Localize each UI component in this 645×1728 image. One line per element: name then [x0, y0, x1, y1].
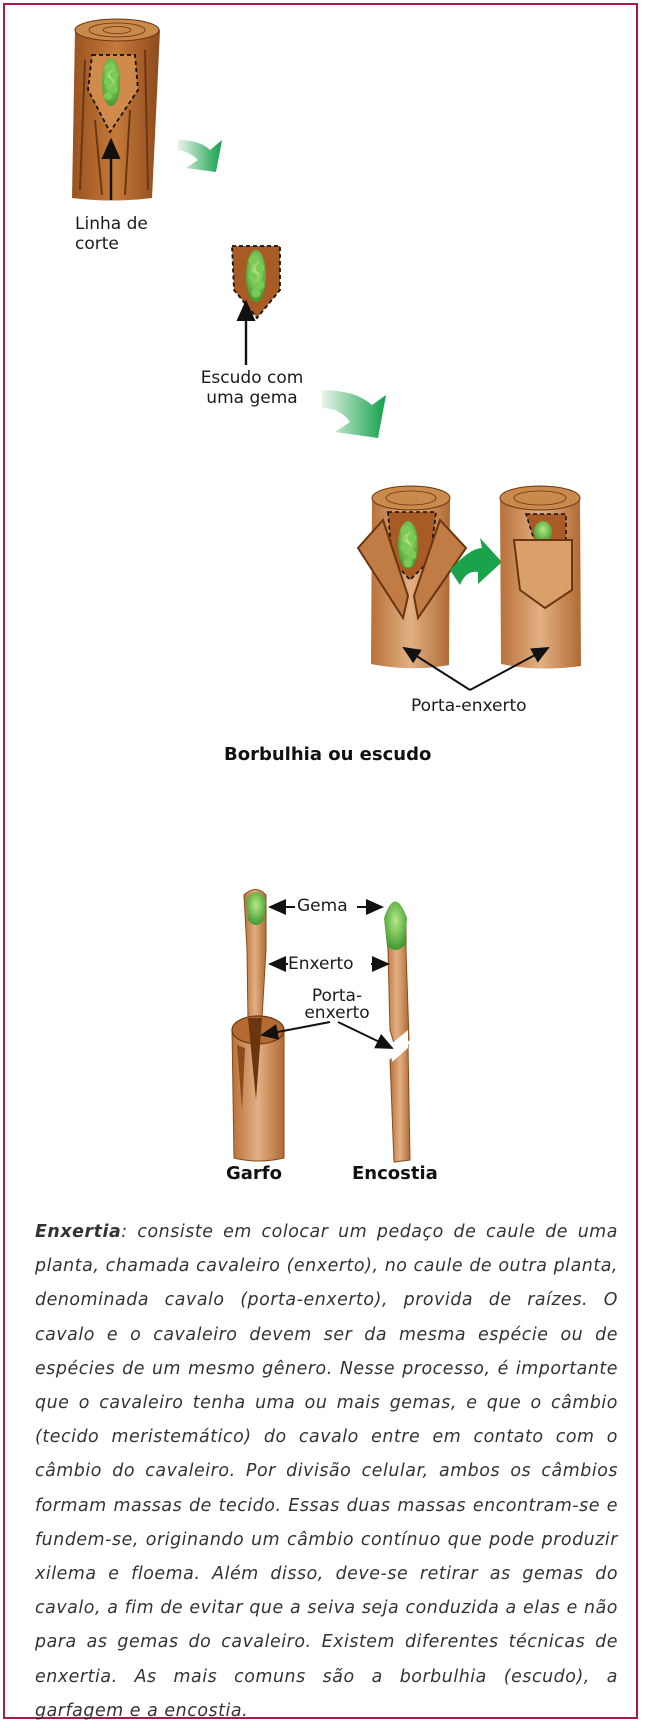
term: Enxertia — [35, 1222, 121, 1242]
section-title: Borbulhia ou escudo — [224, 744, 431, 765]
description-paragraph: Enxertia: consiste em colocar um pedaço … — [35, 1215, 618, 1728]
rootstock-open — [358, 486, 466, 668]
arrow-icon — [322, 390, 386, 438]
bud-label: Gema — [297, 896, 348, 916]
bud-icon — [102, 58, 120, 106]
shield-label: Escudo com uma gema — [193, 368, 311, 408]
paragraph-line: planta, chamada cavaleiro (enxerto), no … — [35, 1256, 547, 1276]
approach-label: Encostia — [352, 1163, 438, 1184]
rootstock2-label: Porta- enxerto — [302, 988, 372, 1022]
rootstock-label: Porta-enxerto — [411, 696, 527, 716]
rootstock-closed — [500, 486, 581, 669]
rootstock2-label-line2: enxerto — [302, 1005, 372, 1022]
shield-label-line2: uma gema — [193, 388, 311, 408]
scion-label: Enxerto — [288, 954, 354, 974]
paragraph-line: : consiste em colocar um pedaço de caule… — [121, 1222, 618, 1242]
cut-line-label: Linha de corte — [75, 214, 148, 254]
cleft-graft — [232, 890, 284, 1162]
approach-graft — [384, 902, 410, 1163]
cleft-label: Garfo — [226, 1163, 282, 1184]
source-branch — [72, 19, 160, 201]
cut-line-label-line1: Linha de — [75, 214, 148, 234]
cut-line-label-line2: corte — [75, 234, 148, 254]
shield-with-bud — [232, 246, 280, 365]
arrow-icon — [178, 140, 222, 172]
shield-label-line1: Escudo com — [193, 368, 311, 388]
